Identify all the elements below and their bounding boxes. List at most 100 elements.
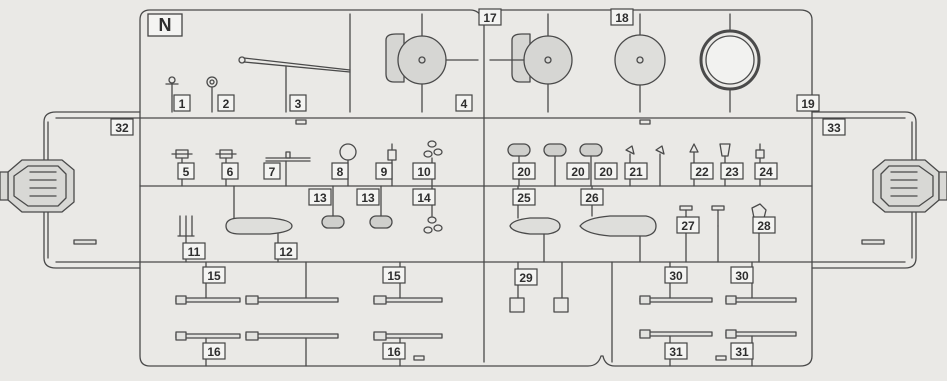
part-number: 5 xyxy=(183,165,190,179)
part-7-shape xyxy=(265,151,311,187)
part-label-15: 15 xyxy=(202,266,226,284)
part-number: 1 xyxy=(179,97,186,111)
part-label-16: 16 xyxy=(202,342,226,360)
part-number: 2 xyxy=(223,97,230,111)
sprue-letter: N xyxy=(159,15,172,35)
part-label-32: 32 xyxy=(110,118,134,136)
part-number: 23 xyxy=(725,165,739,179)
part-number: 32 xyxy=(115,121,129,135)
part-number: 16 xyxy=(387,345,401,359)
part-label-21: 21 xyxy=(624,162,648,180)
part-2-shape xyxy=(206,76,218,113)
part-number: 14 xyxy=(417,191,431,205)
part-17-shape xyxy=(489,13,573,113)
part-label-30: 30 xyxy=(730,266,754,284)
part-label-22: 22 xyxy=(690,162,714,180)
part-label-19: 19 xyxy=(796,94,820,112)
part-number: 16 xyxy=(207,345,221,359)
part-label-11: 11 xyxy=(182,242,206,260)
part-20-shape xyxy=(507,143,603,187)
part-1-shape xyxy=(165,76,179,113)
part-label-17: 17 xyxy=(478,8,502,26)
part-number: 28 xyxy=(757,219,771,233)
left-connector xyxy=(0,159,75,213)
part-label-3: 3 xyxy=(289,94,307,112)
part-number: 4 xyxy=(461,97,468,111)
part-label-20: 20 xyxy=(512,162,536,180)
part-label-15: 15 xyxy=(382,266,406,284)
part-number: 18 xyxy=(615,11,629,25)
part-label-20: 20 xyxy=(566,162,590,180)
part-4-shape xyxy=(385,13,479,113)
part-label-7: 7 xyxy=(263,162,281,180)
part-label-12: 12 xyxy=(274,242,298,260)
part-26-shape xyxy=(579,185,657,263)
part-number: 31 xyxy=(735,345,749,359)
part-number: 12 xyxy=(279,245,293,259)
part-number: 30 xyxy=(669,269,683,283)
part-number: 27 xyxy=(681,219,695,233)
part-number: 9 xyxy=(381,165,388,179)
part-label-13: 13 xyxy=(356,188,380,206)
part-number: 30 xyxy=(735,269,749,283)
part-label-2: 2 xyxy=(217,94,235,112)
part-label-5: 5 xyxy=(177,162,195,180)
part-label-9: 9 xyxy=(375,162,393,180)
part-number: 33 xyxy=(827,121,841,135)
part-number: 19 xyxy=(801,97,815,111)
part-number: 8 xyxy=(337,165,344,179)
part-label-23: 23 xyxy=(720,162,744,180)
part-label-18: 18 xyxy=(610,8,634,26)
sprue-letter-box: N xyxy=(147,13,183,37)
part-number: 13 xyxy=(313,191,327,205)
part-label-31: 31 xyxy=(664,342,688,360)
part-number: 31 xyxy=(669,345,683,359)
right-connector xyxy=(872,159,947,213)
part-label-30: 30 xyxy=(664,266,688,284)
part-number: 15 xyxy=(387,269,401,283)
part-number: 6 xyxy=(227,165,234,179)
part-label-14: 14 xyxy=(412,188,436,206)
part-label-26: 26 xyxy=(580,188,604,206)
part-label-24: 24 xyxy=(754,162,778,180)
part-3-shape xyxy=(238,13,351,113)
sprue-frame xyxy=(43,9,917,367)
part-18-shape xyxy=(614,13,666,113)
part-label-29: 29 xyxy=(514,268,538,286)
part-label-4: 4 xyxy=(455,94,473,112)
part-number: 26 xyxy=(585,191,599,205)
part-label-28: 28 xyxy=(752,216,776,234)
part-number: 13 xyxy=(361,191,375,205)
part-label-8: 8 xyxy=(331,162,349,180)
part-number: 29 xyxy=(519,271,533,285)
part-label-1: 1 xyxy=(173,94,191,112)
part-label-10: 10 xyxy=(412,162,436,180)
part-number: 20 xyxy=(571,165,585,179)
part-12-shape xyxy=(225,185,293,263)
part-number: 21 xyxy=(629,165,643,179)
part-number: 15 xyxy=(207,269,221,283)
part-number: 20 xyxy=(517,165,531,179)
part-number: 22 xyxy=(695,165,709,179)
part-number: 25 xyxy=(517,191,531,205)
part-label-25: 25 xyxy=(512,188,536,206)
part-label-27: 27 xyxy=(676,216,700,234)
part-number: 20 xyxy=(599,165,613,179)
part-number: 11 xyxy=(188,245,201,259)
part-label-20: 20 xyxy=(594,162,618,180)
part-19-shape xyxy=(699,13,761,113)
part-13-shape xyxy=(321,185,393,229)
part-number: 17 xyxy=(483,11,497,25)
part-number: 10 xyxy=(417,165,431,179)
part-label-13: 13 xyxy=(308,188,332,206)
part-number: 7 xyxy=(269,165,276,179)
part-label-33: 33 xyxy=(822,118,846,136)
part-label-31: 31 xyxy=(730,342,754,360)
part-30-31-shapes xyxy=(639,261,797,367)
part-number: 3 xyxy=(295,97,302,111)
part-27-shape xyxy=(679,205,725,263)
part-number: 24 xyxy=(759,165,773,179)
